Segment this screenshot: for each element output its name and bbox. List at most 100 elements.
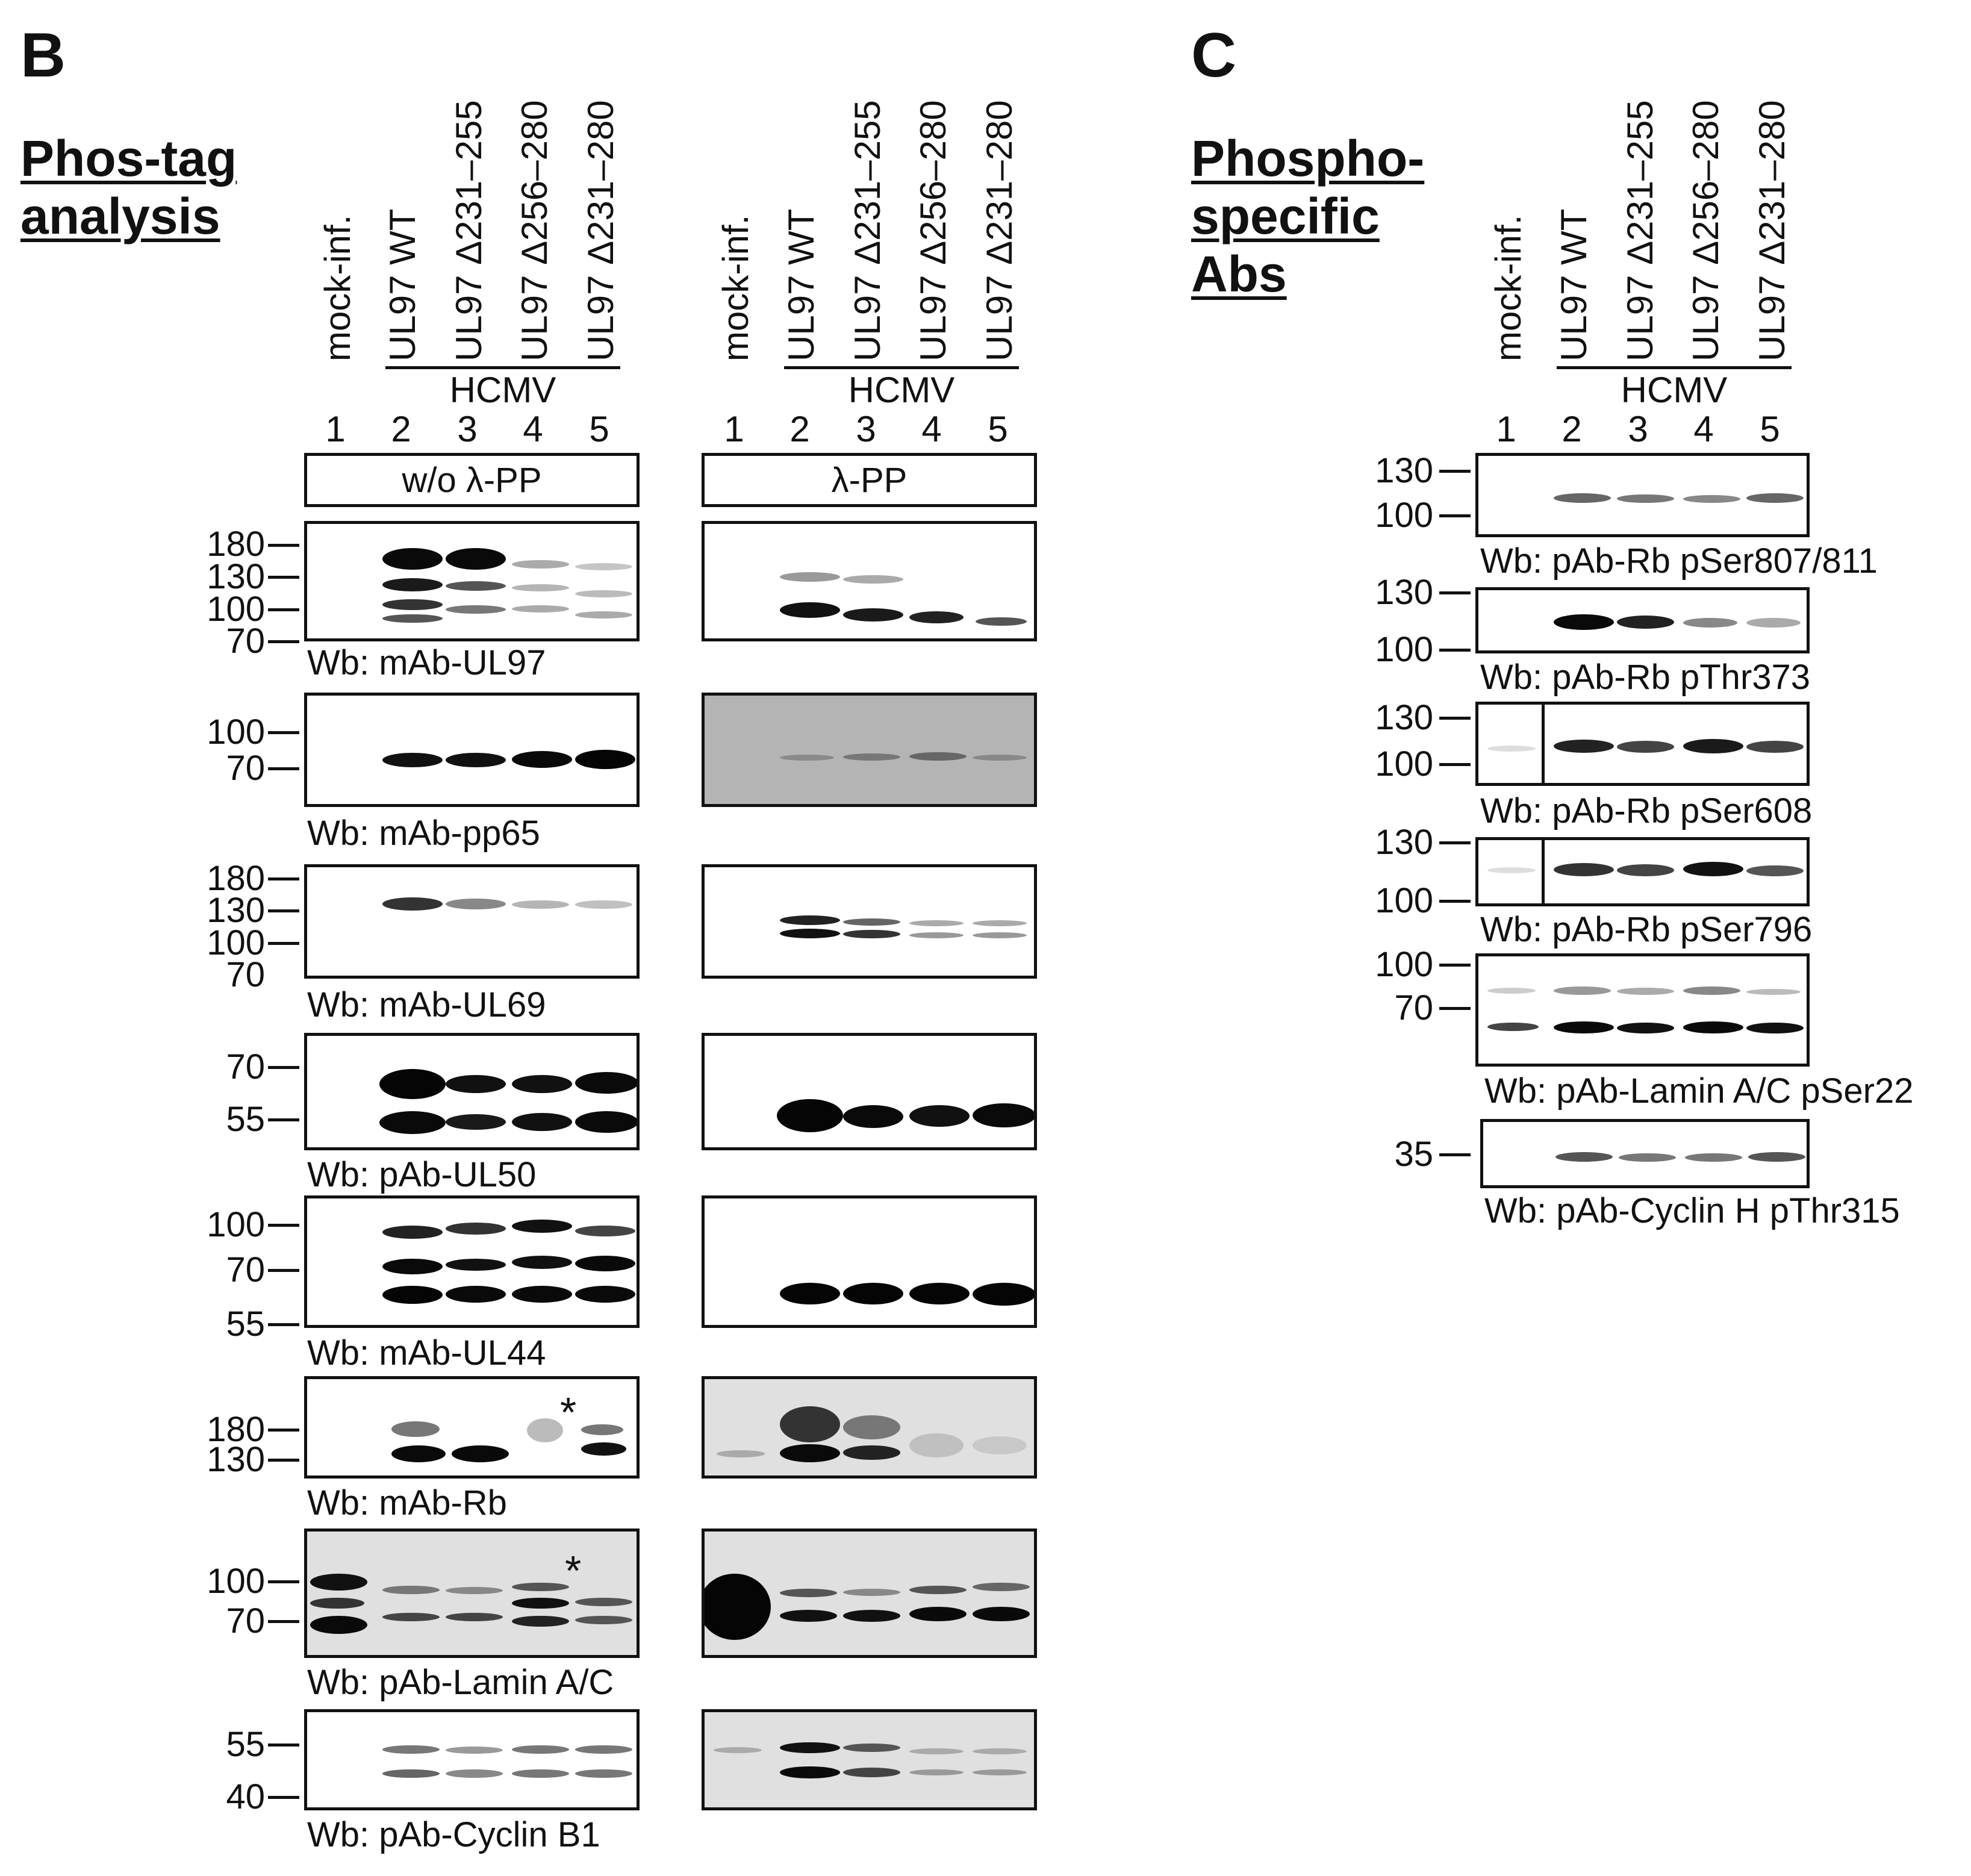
lane-label-wt: UL97 WT (382, 208, 423, 361)
lane-label-wt: UL97 WT (781, 208, 821, 361)
mw-marker: 70 (226, 622, 265, 661)
blot-label: Wb: mAb-UL69 (307, 985, 546, 1024)
mw-tick (268, 767, 299, 770)
mw-marker: 100 (207, 1205, 265, 1244)
mw-marker: 130 (207, 557, 265, 596)
hcmv-label: HCMV (1621, 370, 1728, 410)
mw-marker: 180 (207, 1410, 265, 1449)
lane-splice-divider (1542, 702, 1545, 786)
mw-tick (1439, 649, 1471, 652)
mw-tick (268, 942, 299, 945)
condition-without-lambda-pp: w/o λ-PP (304, 453, 640, 507)
mw-marker: 100 (207, 1562, 265, 1601)
mw-marker: 100 (1375, 881, 1433, 920)
mw-tick (268, 1323, 299, 1326)
mw-marker: 130 (1375, 823, 1433, 862)
blot-image-lambda-pp (702, 521, 1037, 641)
mw-tick (1439, 1007, 1471, 1010)
mw-marker: 70 (226, 1601, 265, 1641)
blot-label: Wb: pAb-Rb pSer807/811 (1480, 541, 1878, 581)
mw-marker: 130 (1375, 573, 1433, 612)
mw-marker: 70 (226, 1047, 265, 1086)
lane-label-wt: UL97 WT (1554, 208, 1594, 361)
mw-tick (268, 1580, 299, 1583)
lane-label-d256-280: UL97 Δ256–280 (514, 100, 555, 361)
blot-label: Wb: pAb-Cyclin B1 (307, 1815, 600, 1854)
blot-label: Wb: pAb-Rb pSer796 (1480, 910, 1813, 949)
blot-image-untreated (304, 1529, 640, 1658)
lane-label-d231-280: UL97 Δ231–280 (979, 100, 1020, 361)
blot-image-lambda-pp (702, 1709, 1037, 1810)
mw-tick (268, 1459, 299, 1462)
mw-marker: 70 (226, 1250, 265, 1289)
mw-marker: 100 (1375, 744, 1433, 784)
asterisk-marker: * (565, 1547, 582, 1594)
mw-marker: 70 (226, 955, 265, 994)
mw-marker: 100 (1375, 630, 1433, 669)
blot-image (1475, 702, 1810, 786)
mw-marker: 130 (207, 1440, 265, 1479)
panel-c-title: Phospho- specific Abs (1191, 129, 1424, 303)
lane-label-d231-255: UL97 Δ231–255 (449, 100, 489, 361)
blot-label: Wb: pAb-Lamin A/C pSer22 (1484, 1071, 1914, 1111)
blot-image-untreated (304, 1195, 640, 1328)
mw-tick (1439, 763, 1471, 766)
mw-tick (1439, 964, 1471, 967)
mw-tick (268, 544, 299, 547)
panel-b-title-line-1: Phos-tag (20, 130, 237, 187)
blot-label: Wb: pAb-UL50 (307, 1155, 537, 1194)
lane-label-mock: mock-inf. (1488, 214, 1528, 361)
mw-marker: 100 (207, 712, 265, 752)
mw-tick (268, 731, 299, 734)
mw-marker: 180 (207, 525, 265, 564)
lane-number-4: 4 (523, 409, 543, 449)
blot-label: Wb: pAb-Rb pThr373 (1480, 658, 1811, 697)
mw-marker: 130 (1375, 698, 1433, 737)
blot-image-lambda-pp (702, 1376, 1037, 1479)
mw-marker: 100 (207, 590, 265, 629)
hcmv-label: HCMV (449, 370, 556, 410)
lane-number-2: 2 (1562, 409, 1582, 449)
mw-tick (268, 1224, 299, 1227)
mw-tick (1439, 470, 1471, 473)
blot-image (1475, 453, 1810, 537)
mw-tick (268, 1118, 299, 1121)
mw-marker: 100 (207, 923, 265, 962)
hcmv-label: HCMV (848, 370, 955, 410)
blot-image-untreated (304, 1033, 640, 1150)
blot-image-untreated (304, 693, 640, 807)
lane-label-d231-255: UL97 Δ231–255 (1620, 100, 1660, 361)
blot-image-lambda-pp (702, 1195, 1037, 1328)
mw-marker: 70 (226, 749, 265, 788)
lane-label-d231-280: UL97 Δ231–280 (581, 100, 621, 361)
blot-image-lambda-pp (702, 693, 1037, 807)
mw-marker: 55 (226, 1100, 265, 1139)
mw-tick (1439, 717, 1471, 720)
mw-tick (268, 1620, 299, 1623)
mw-marker: 100 (1375, 496, 1433, 535)
mw-tick (268, 1744, 299, 1747)
hcmv-bracket (784, 366, 1019, 369)
mw-tick (268, 1066, 299, 1069)
condition-lambda-pp: λ-PP (702, 453, 1037, 507)
lane-number-3: 3 (1628, 409, 1648, 449)
mw-marker: 55 (226, 1725, 265, 1764)
lane-number-4: 4 (1693, 409, 1714, 449)
blot-image-untreated (304, 521, 640, 641)
mw-tick (1439, 900, 1471, 903)
lane-number-1: 1 (724, 409, 744, 449)
mw-tick (1439, 514, 1471, 517)
blot-label: Wb: mAb-UL97 (307, 643, 546, 682)
mw-marker: 35 (1394, 1135, 1433, 1174)
mw-marker: 130 (207, 891, 265, 930)
blot-image (1475, 837, 1810, 906)
blot-image (1480, 1119, 1810, 1188)
blot-label: Wb: pAb-Cyclin H pThr315 (1484, 1191, 1900, 1230)
mw-marker: 70 (1394, 988, 1433, 1027)
blot-label: Wb: mAb-UL44 (307, 1333, 546, 1373)
lane-number-2: 2 (789, 409, 810, 449)
panel-letter-c: C (1191, 20, 1237, 90)
mw-marker: 100 (1375, 945, 1433, 984)
lane-number-3: 3 (856, 409, 876, 449)
lane-label-d256-280: UL97 Δ256–280 (1686, 100, 1726, 361)
